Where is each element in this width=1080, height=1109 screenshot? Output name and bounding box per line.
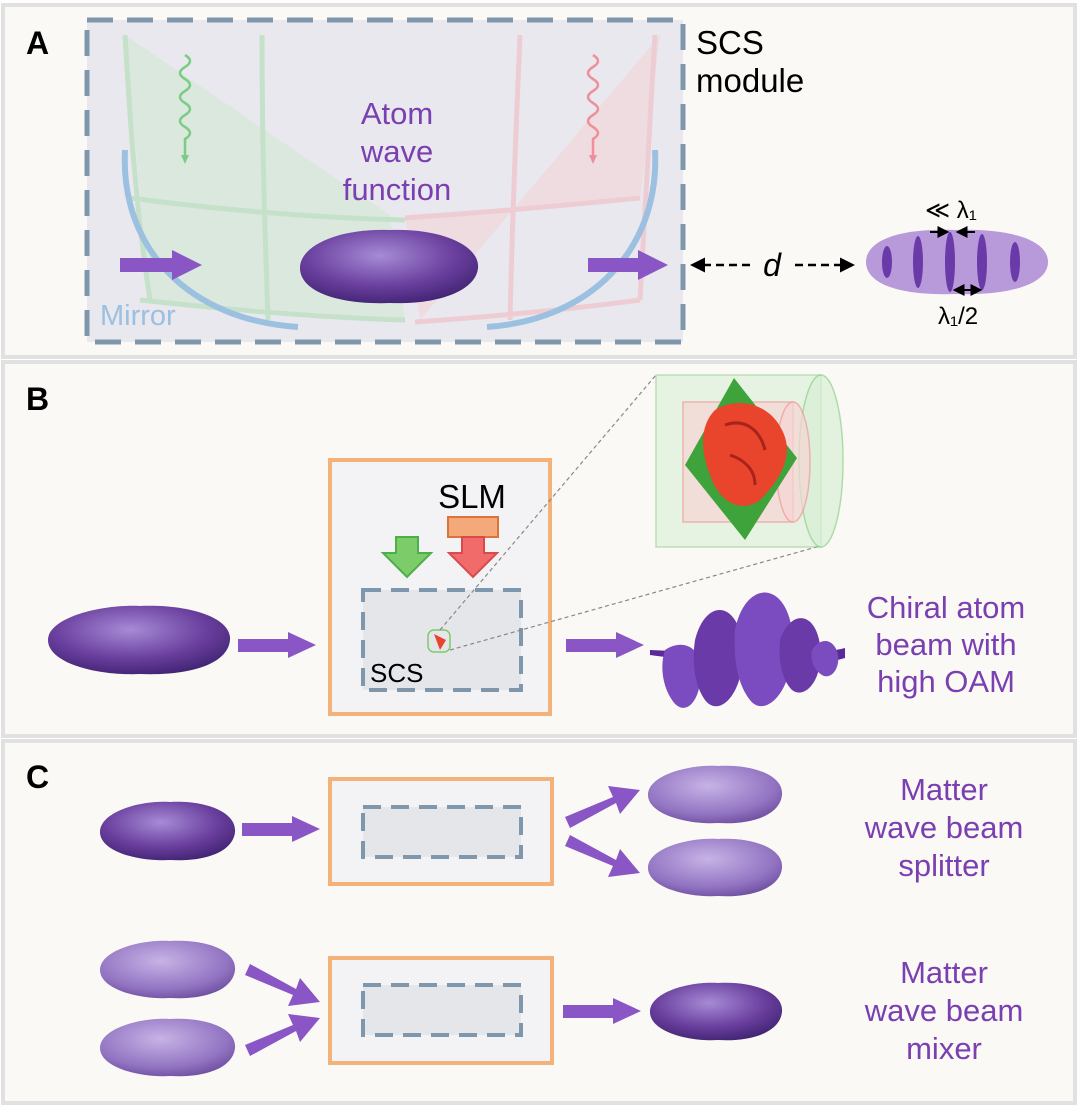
panel-a-letter: A	[26, 25, 49, 61]
scs-label-b: SCS	[370, 658, 423, 688]
arrow-in-a	[120, 250, 202, 280]
zoomed-interaction-region	[655, 374, 844, 548]
splitter-line2: wave beam	[864, 810, 1024, 845]
green-beam-arrow	[380, 536, 434, 579]
wavefunction-line1: Atom	[361, 96, 433, 131]
slm-device	[447, 516, 499, 538]
atom-cloud-a	[300, 229, 479, 304]
slm-label: SLM	[438, 478, 506, 515]
mixer-line2: wave beam	[864, 993, 1024, 1028]
splitter-arrow-up	[565, 786, 640, 828]
splitter-output-cloud-2	[648, 838, 783, 897]
panel-b-letter: B	[26, 381, 49, 417]
distance-label: d	[763, 247, 782, 283]
red-beam-arrow	[446, 536, 500, 579]
mini-interaction-region	[427, 629, 451, 653]
splitter-arrow-in	[242, 816, 320, 842]
chiral-result-line3: high OAM	[877, 664, 1015, 699]
mixer-input-cloud-2	[100, 1018, 236, 1077]
mixer-line3: mixer	[906, 1031, 982, 1066]
mixer-arrow-upper	[245, 964, 320, 1006]
green-photon-icon	[178, 53, 192, 159]
scs-module-label-2: module	[696, 62, 804, 99]
mixer-input-cloud-1	[100, 940, 236, 999]
splitter-output-cloud-1	[648, 765, 783, 824]
arrow-out-a	[588, 250, 668, 280]
mirror-left	[121, 149, 299, 330]
mixer-arrow-out	[563, 998, 641, 1024]
spacing-half-label: λ₁/2	[938, 303, 978, 330]
chiral-atom-beam	[650, 592, 845, 708]
zoom-line-bottom	[449, 545, 821, 651]
panel-c-letter: C	[26, 759, 49, 795]
chiral-result-line2: beam with	[875, 627, 1016, 662]
arrow-out-b	[566, 632, 644, 658]
wavefunction-line3: function	[343, 172, 452, 207]
arrow-in-b	[238, 632, 316, 658]
red-photon-icon	[586, 53, 600, 159]
striped-atom-cloud	[866, 229, 1048, 295]
splitter-line3: splitter	[898, 848, 989, 883]
splitter-scs-box	[361, 805, 523, 859]
mixer-scs-box	[361, 983, 523, 1037]
mirror-right	[486, 149, 659, 330]
mixer-line1: Matter	[900, 955, 988, 990]
atom-cloud-b-input	[48, 605, 231, 675]
splitter-arrow-down	[565, 835, 640, 877]
mirror-label: Mirror	[100, 300, 176, 332]
spacing-small-label: ≪ λ₁	[925, 197, 977, 224]
wavefunction-line2: wave	[360, 134, 433, 169]
splitter-input-cloud	[100, 801, 236, 861]
mixer-output-cloud	[650, 982, 783, 1041]
scs-module-label-1: SCS	[696, 24, 764, 61]
mixer-arrow-lower	[245, 1014, 320, 1056]
chiral-result-line1: Chiral atom	[867, 590, 1026, 625]
splitter-line1: Matter	[900, 772, 988, 807]
